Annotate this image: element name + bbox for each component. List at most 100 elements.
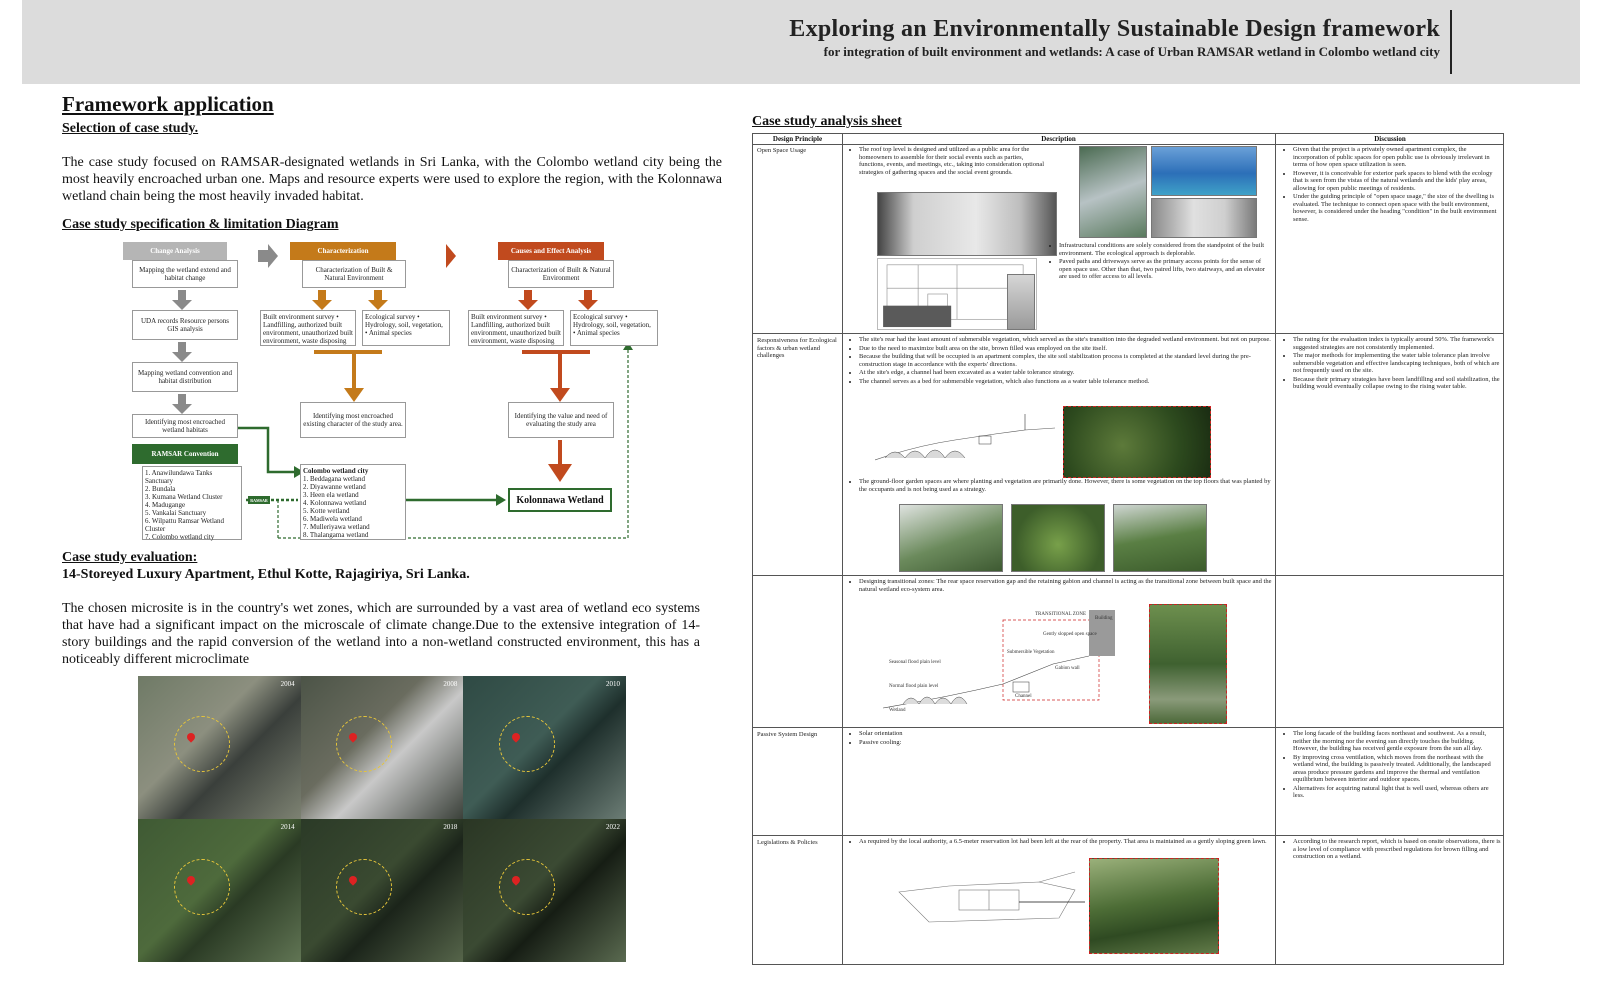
disc-item: Given that the project is a privately ow… bbox=[1293, 146, 1501, 169]
disc-responsiveness: The rating for the evaluation index is t… bbox=[1283, 336, 1501, 392]
colombo-item: 7. Mulleriyawa wetland bbox=[303, 523, 370, 531]
satellite-year: 2018 bbox=[443, 823, 458, 831]
sketch-label: Gabion wall bbox=[1055, 666, 1080, 671]
disc-item: Under the guiding principle of "open spa… bbox=[1293, 193, 1501, 223]
case-study-analysis-table: Design Principle Description Discussion … bbox=[752, 133, 1504, 965]
disc-item: Alternatives for acquiring natural light… bbox=[1293, 785, 1501, 800]
disc-item: However, it is conceivable for exterior … bbox=[1293, 170, 1501, 193]
wetland-vegetation-photo bbox=[1063, 406, 1211, 478]
disc-item: Because their primary strategies have be… bbox=[1293, 376, 1501, 391]
colombo-list: Colombo wetland city 1. Beddagana wetlan… bbox=[300, 464, 406, 540]
garden-lawn-photo bbox=[1113, 504, 1207, 572]
lift-lobby-photos bbox=[877, 192, 1057, 256]
desc-legislation: As required by the local authority, a 6.… bbox=[849, 838, 1273, 847]
desc-item: The site's rear had the least amount of … bbox=[859, 336, 1273, 344]
ramsar-item: 4. Madugange bbox=[145, 501, 186, 509]
header-divider bbox=[1450, 10, 1452, 74]
colombo-item: 3. Heen ela wetland bbox=[303, 491, 359, 499]
principle-legislation: Legislations & Policies bbox=[757, 839, 818, 846]
diagram-heading: Case study specification & limitation Di… bbox=[62, 217, 339, 232]
desc-open-space-2: Infrastructural conditions are solely co… bbox=[1049, 242, 1271, 282]
box-identify-value: Identifying the value and need of evalua… bbox=[508, 402, 614, 438]
sketch-label: Channel bbox=[1015, 694, 1032, 699]
sketch-label: Normal flood plain level bbox=[889, 684, 939, 689]
desc-item: The roof top level is designed and utili… bbox=[859, 146, 1049, 176]
disc-open-space: Given that the project is a privately ow… bbox=[1283, 146, 1501, 224]
header-description: Description bbox=[1041, 135, 1076, 143]
balcony-garden-photo bbox=[899, 504, 1003, 572]
desc-open-space-1: The roof top level is designed and utili… bbox=[849, 146, 1049, 177]
colombo-item: 6. Madiwela wetland bbox=[303, 515, 362, 523]
diagram-arrows bbox=[172, 244, 633, 539]
pool-photo bbox=[1151, 146, 1257, 196]
gabion-photo bbox=[1149, 604, 1227, 724]
site-plan-sketch bbox=[889, 862, 1085, 932]
desc-responsiveness-2: The ground-floor garden spaces are where… bbox=[849, 478, 1273, 494]
header-subtitle: for integration of built environment and… bbox=[823, 44, 1440, 59]
selection-text: The case study focused on RAMSAR-designa… bbox=[62, 155, 722, 204]
box-built-survey-2: Built environment survey • Landfilling, … bbox=[468, 310, 564, 346]
sketch-label: Wetland bbox=[889, 708, 906, 713]
header-design-principle: Design Principle bbox=[772, 135, 823, 143]
rooftop-photo bbox=[1079, 146, 1147, 238]
col-cause-effect-head: Causes and Effect Analysis bbox=[498, 242, 604, 260]
satellite-year: 2014 bbox=[280, 823, 295, 831]
desc-item: Paved paths and driveways serve as the p… bbox=[1059, 258, 1271, 281]
sketch-label: Submersible Vegetation bbox=[1007, 650, 1055, 655]
desc-item: Infrastructural conditions are solely co… bbox=[1059, 242, 1271, 257]
disc-item: The major methods for implementing the w… bbox=[1293, 352, 1501, 375]
principle-passive: Passive System Design bbox=[757, 731, 818, 738]
desc-item: Solar orientation bbox=[859, 730, 1049, 738]
lobby-photo bbox=[1151, 198, 1257, 238]
ramsar-item: 5. Vankalai Sanctuary bbox=[145, 509, 207, 517]
disc-passive: The long facade of the building faces no… bbox=[1283, 730, 1501, 801]
box-characterization-built-2: Characterization of Built & Natural Envi… bbox=[508, 260, 614, 288]
page-header: Exploring an Environmentally Sustainable… bbox=[22, 0, 1580, 84]
satellite-year: 2004 bbox=[280, 680, 295, 688]
sketch-label: Gently slopped open space bbox=[1043, 632, 1097, 637]
satellite-image: 2010 bbox=[463, 676, 626, 819]
ramsar-item: 6. Wilpattu Ramsar Wetland Cluster bbox=[145, 517, 224, 533]
ramsar-head: RAMSAR Convention bbox=[132, 444, 238, 464]
desc-item: Designing transitional zones: The rear s… bbox=[859, 578, 1273, 593]
framework-heading: Framework application bbox=[62, 92, 274, 116]
sketch-label: Building bbox=[1095, 616, 1113, 621]
principle-responsiveness: Responsiveness for Ecological factors & … bbox=[757, 337, 837, 359]
stair-photo bbox=[1007, 274, 1035, 330]
satellite-year: 2010 bbox=[606, 680, 620, 688]
disc-item: According to the research report, which … bbox=[1293, 838, 1501, 861]
disc-item: The rating for the evaluation index is t… bbox=[1293, 336, 1501, 351]
disc-item: The long facade of the building faces no… bbox=[1293, 730, 1501, 753]
ramsar-item: 7. Colombo wetland city bbox=[145, 533, 215, 541]
header-title: Exploring an Environmentally Sustainable… bbox=[789, 16, 1440, 42]
desc-item: Passive cooling: bbox=[859, 739, 1049, 747]
garden-plants-photo bbox=[1011, 504, 1105, 572]
satellite-image: 2004 bbox=[138, 676, 301, 819]
box-ecological-survey-2: Ecological survey • Hydrology, soil, veg… bbox=[570, 310, 658, 346]
desc-item: The ground-floor garden spaces are where… bbox=[859, 478, 1273, 493]
transitional-zone-sketch: TRANSITIONAL ZONE Building Gently sloppe… bbox=[883, 604, 1145, 722]
ramsar-tag: RAMSAR bbox=[248, 496, 270, 504]
principle-open-space: Open Space Usage bbox=[757, 147, 807, 154]
satellite-year: 2022 bbox=[606, 823, 620, 831]
channel-section-sketch bbox=[875, 410, 1055, 470]
satellite-image: 2014 bbox=[138, 819, 301, 962]
box-mapping-convention: Mapping wetland convention and habitat d… bbox=[132, 362, 238, 392]
ramsar-item: 2. Bundala bbox=[145, 485, 176, 493]
desc-item: Because the building that will be occupi… bbox=[859, 353, 1273, 368]
colombo-item: 5. Kotte wetland bbox=[303, 507, 350, 515]
desc-item: As required by the local authority, a 6.… bbox=[859, 838, 1273, 846]
disc-legislation: According to the research report, which … bbox=[1283, 838, 1501, 862]
satellite-image: 2008 bbox=[300, 676, 464, 819]
box-uda-records: UDA records Resource persons GIS analysi… bbox=[132, 310, 238, 340]
box-characterization-built: Characterization of Built & Natural Envi… bbox=[302, 260, 406, 288]
disc-item: By improving cross ventilation, which mo… bbox=[1293, 754, 1501, 784]
col-change-analysis-head: Change Analysis bbox=[123, 242, 227, 260]
sheet-title: Case study analysis sheet bbox=[752, 114, 902, 129]
colombo-item: 1. Beddagana wetland bbox=[303, 475, 366, 483]
sketch-label: Seasonal flood plain level bbox=[889, 660, 941, 665]
satellite-image: 2018 bbox=[300, 819, 464, 962]
ramsar-item: 3. Kumana Wetland Cluster bbox=[145, 493, 223, 501]
colombo-head: Colombo wetland city bbox=[303, 467, 369, 475]
desc-passive: Solar orientation Passive cooling: bbox=[849, 730, 1049, 747]
